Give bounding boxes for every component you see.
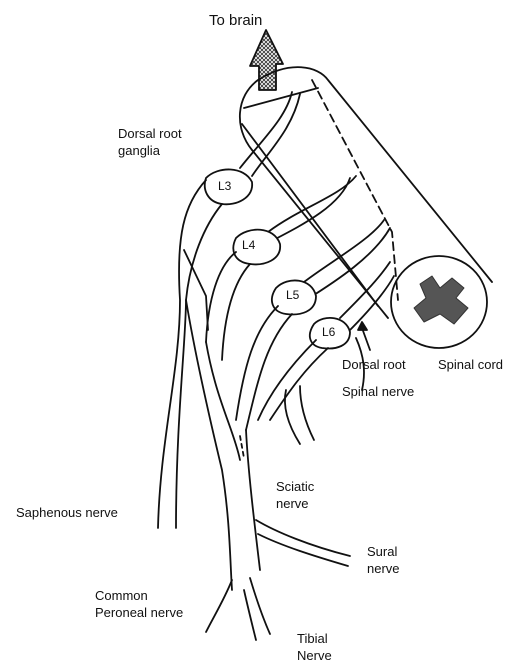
ganglion-label-l6: L6	[322, 325, 336, 339]
dorsal-root-l4	[262, 176, 356, 246]
ganglion-label-l5: L5	[286, 288, 300, 302]
to-brain-label: To brain	[209, 12, 262, 29]
dorsal-root-l5	[304, 220, 390, 300]
saphenous-nerve-label: Saphenous nerve	[16, 504, 118, 521]
spinal-cord-midline	[242, 124, 378, 306]
ganglion-label-l3: L3	[218, 179, 232, 193]
ganglion-l4	[233, 230, 280, 265]
sciatic-nerve-label: Sciatic nerve	[276, 478, 314, 512]
to-brain-arrow	[250, 30, 283, 90]
spinal-cord-label: Spinal cord	[438, 356, 503, 373]
saphenous-nerve-path	[158, 180, 222, 528]
dorsal-root-ganglia-label: Dorsal root ganglia	[118, 125, 182, 159]
sural-nerve-path	[256, 520, 350, 566]
common-peroneal-nerve-path	[206, 580, 232, 632]
dorsal-root-pointer	[362, 328, 370, 350]
dorsal-root-label: Dorsal root	[342, 356, 406, 373]
sural-nerve-label: Sural nerve	[367, 543, 400, 577]
tibial-nerve-label: Tibial Nerve	[297, 630, 332, 664]
spinal-nerve-label: Spinal nerve	[342, 383, 414, 400]
ganglion-label-l4: L4	[242, 238, 256, 252]
tibial-nerve-path	[244, 578, 270, 640]
spinal-cord-inner-line	[244, 88, 318, 108]
common-peroneal-nerve-label: Common Peroneal nerve	[95, 587, 183, 621]
